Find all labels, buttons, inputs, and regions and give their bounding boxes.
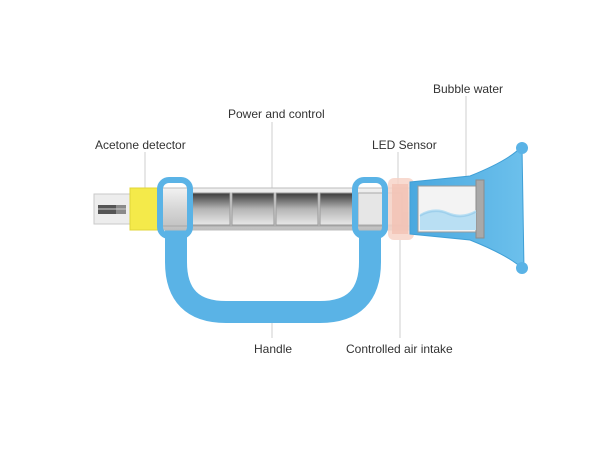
bubble-water-liquid <box>420 209 476 230</box>
horn-rim-bottom <box>516 262 528 274</box>
handle-tube <box>165 222 381 323</box>
label-bubble-water: Bubble water <box>433 82 504 96</box>
acetone-detector-block <box>129 187 161 231</box>
led-sensor <box>388 178 414 240</box>
label-handle: Handle <box>254 342 293 356</box>
label-acetone-detector: Acetone detector <box>95 138 186 152</box>
power-control-compartments <box>187 192 355 226</box>
handle-collar-right <box>352 177 388 239</box>
label-power-and-control: Power and control <box>228 107 325 121</box>
handle-collar-left <box>157 177 193 239</box>
label-controlled-air-intake: Controlled air intake <box>346 342 453 356</box>
bubble-water-horn <box>409 142 528 274</box>
main-tube <box>159 187 411 231</box>
label-led-sensor: LED Sensor <box>372 138 437 152</box>
horn-rim-top <box>516 142 528 154</box>
mouthpiece <box>93 193 135 225</box>
